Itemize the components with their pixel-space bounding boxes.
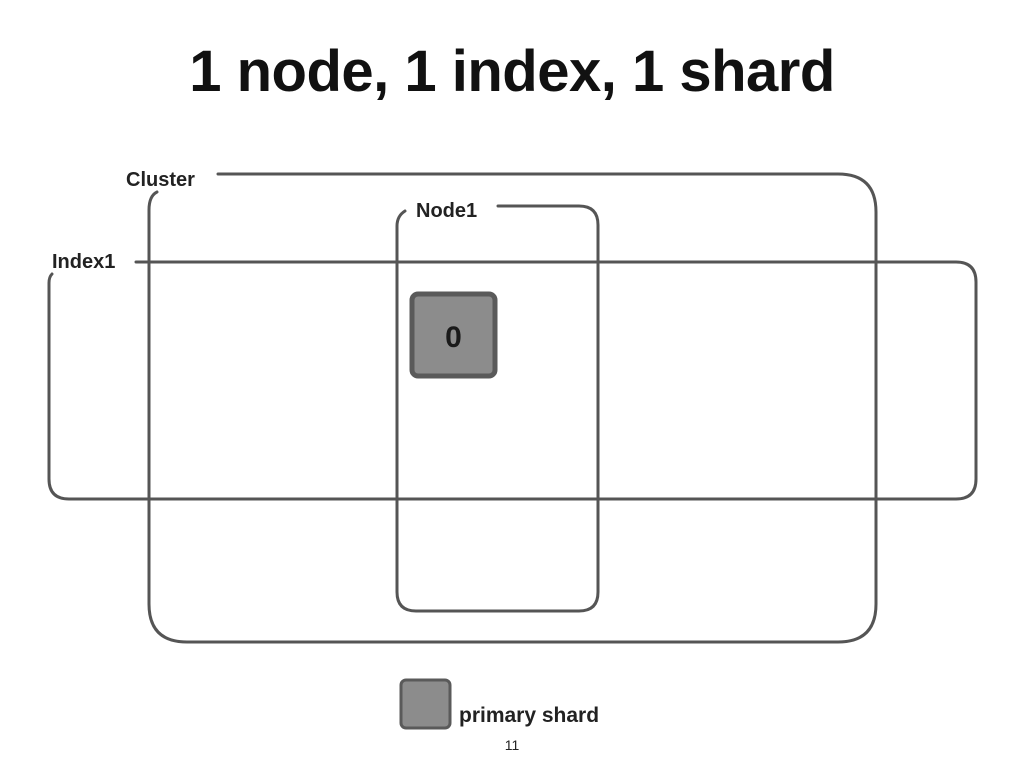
shard-number: 0 (445, 321, 462, 354)
legend-primary-label: primary shard (459, 704, 599, 727)
node-label: Node1 (416, 200, 477, 222)
slide-title: 1 node, 1 index, 1 shard (189, 39, 835, 104)
node-box (395, 204, 600, 613)
index-box (47, 260, 978, 501)
page-number: 11 (504, 737, 520, 753)
primary-shard-box (409, 291, 498, 379)
legend-primary-swatch (399, 678, 452, 730)
primary-shard-0: 0 (409, 291, 498, 379)
legend: primary shard (399, 678, 599, 730)
index-label: Index1 (52, 251, 115, 273)
cluster-box (147, 172, 878, 644)
cluster-label: Cluster (126, 169, 195, 191)
